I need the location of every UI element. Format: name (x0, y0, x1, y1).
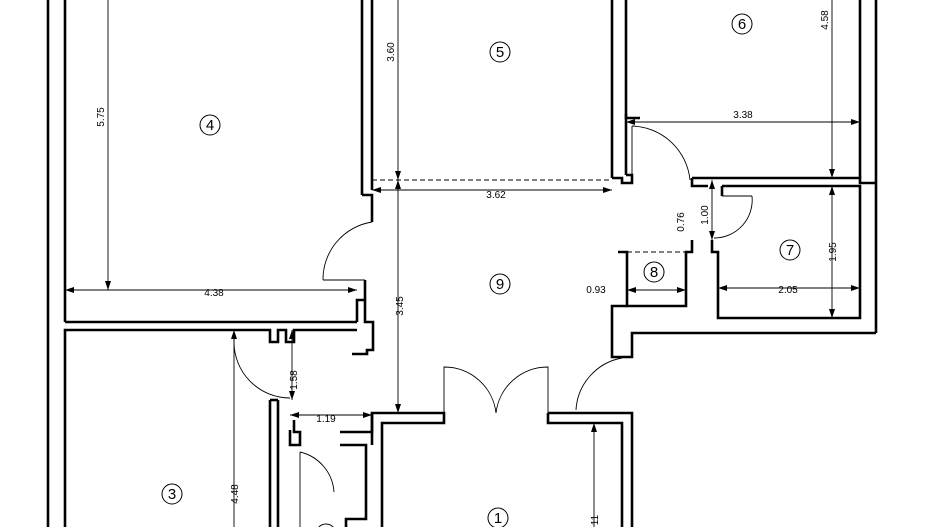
dim-label-3-62: 3.62 (486, 190, 506, 201)
room-label-partial (318, 523, 334, 527)
room-label-4: 4 (199, 114, 221, 136)
dim-label-3-38: 3.38 (733, 110, 753, 121)
svg-text:8: 8 (650, 264, 658, 281)
dim-label-1-00: 1.00 (700, 205, 711, 225)
svg-text:1: 1 (494, 510, 502, 527)
dim-label-3-60: 3.60 (386, 42, 397, 62)
dim-label-4-48: 4.48 (230, 484, 241, 504)
dim-label-1-19: 1.19 (316, 414, 336, 425)
room-label-7: 7 (779, 239, 801, 261)
svg-text:3: 3 (168, 486, 176, 503)
dim-label-2-05: 2.05 (778, 285, 798, 296)
dimension-lines (65, 0, 860, 527)
room-label-6: 6 (731, 13, 753, 35)
room-label-5: 5 (489, 41, 511, 63)
svg-text:4: 4 (206, 117, 214, 134)
dim-label-3-45: 3.45 (395, 296, 406, 316)
svg-text:5: 5 (496, 44, 504, 61)
svg-text:7: 7 (786, 242, 794, 259)
dim-label-11: 11 (590, 514, 601, 525)
dimension-labels: 5.75 3.60 4.58 3.38 3.62 0.76 1.00 1.95 … (96, 10, 839, 525)
room-label-1: 1 (487, 507, 509, 527)
dim-label-0-76: 0.76 (676, 212, 687, 232)
doors (233, 125, 753, 527)
dim-label-1-58: 1.58 (289, 370, 300, 390)
room-label-3: 3 (161, 483, 183, 505)
room-label-9: 9 (489, 273, 511, 295)
room-labels: 4 5 6 7 8 9 3 1 (161, 13, 801, 527)
room-label-8: 8 (643, 261, 665, 283)
svg-text:9: 9 (496, 276, 504, 293)
svg-text:6: 6 (738, 16, 746, 33)
dim-label-5-75: 5.75 (96, 107, 107, 127)
walls (46, 0, 878, 527)
dim-label-0-93: 0.93 (586, 285, 606, 296)
dim-label-4-38: 4.38 (204, 288, 224, 299)
dim-label-1-95: 1.95 (828, 242, 839, 262)
dim-label-4-58: 4.58 (820, 10, 831, 30)
